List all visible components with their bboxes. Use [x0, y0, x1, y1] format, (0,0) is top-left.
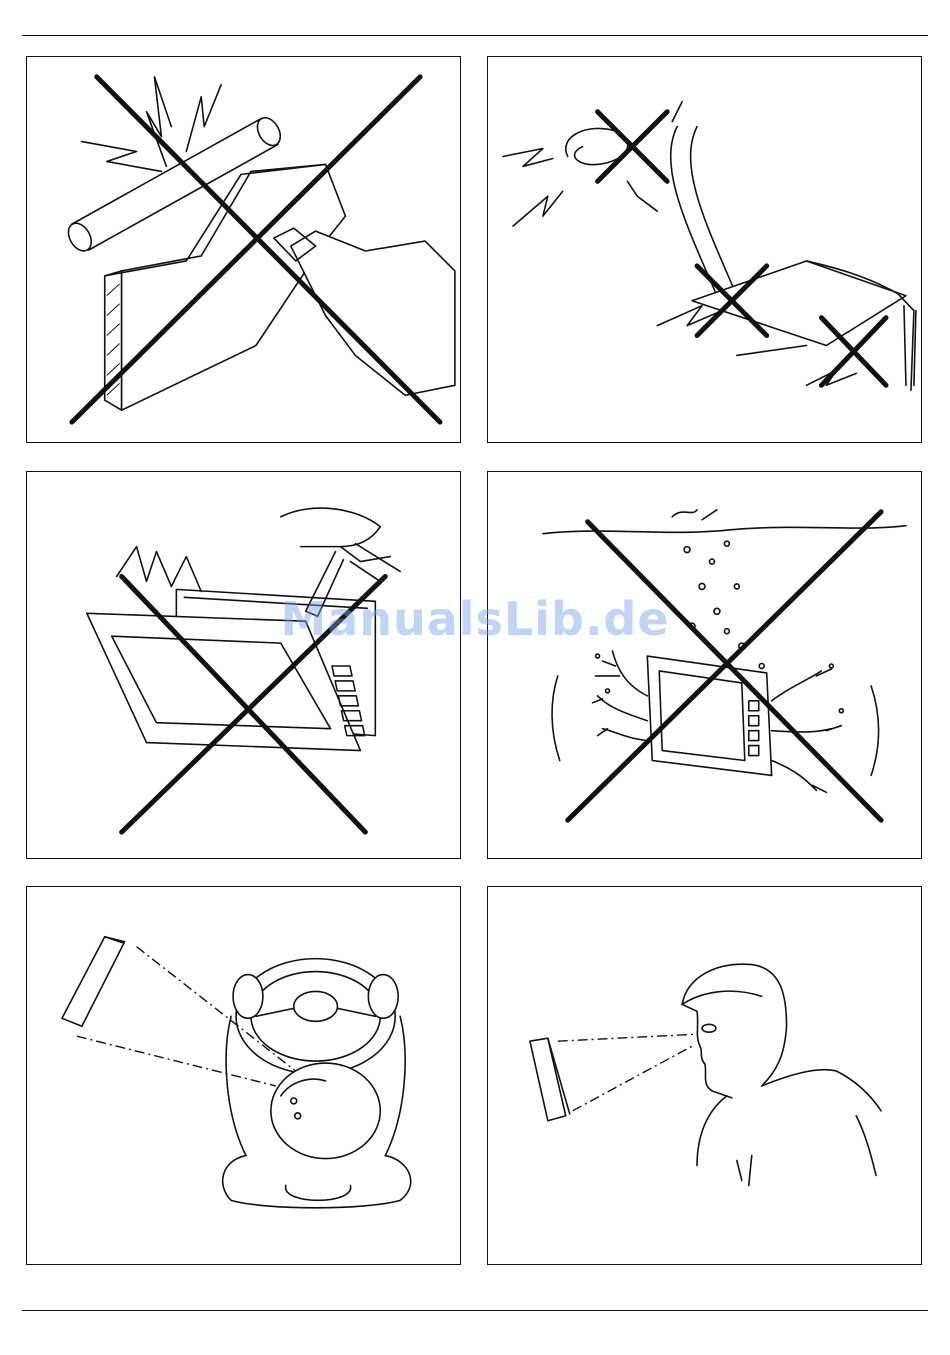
warning-panel-water: [487, 471, 922, 859]
header-rule: [22, 35, 928, 36]
no-cable-damage-icon: [488, 57, 921, 442]
footer-rule: [22, 1310, 928, 1311]
no-water-immersion-icon: [488, 472, 921, 858]
info-panel-driver-view: [26, 886, 461, 1265]
warning-panel-cable: [487, 56, 922, 443]
warning-panel-welding: [26, 56, 461, 443]
info-panel-eye-level: [487, 886, 922, 1265]
eye-level-viewing-icon: [488, 887, 921, 1264]
no-forced-removal-icon: [27, 472, 460, 858]
warning-panel-removal: [26, 471, 461, 859]
driver-view-monitor-icon: [27, 887, 460, 1264]
no-welding-icon: [27, 57, 460, 442]
